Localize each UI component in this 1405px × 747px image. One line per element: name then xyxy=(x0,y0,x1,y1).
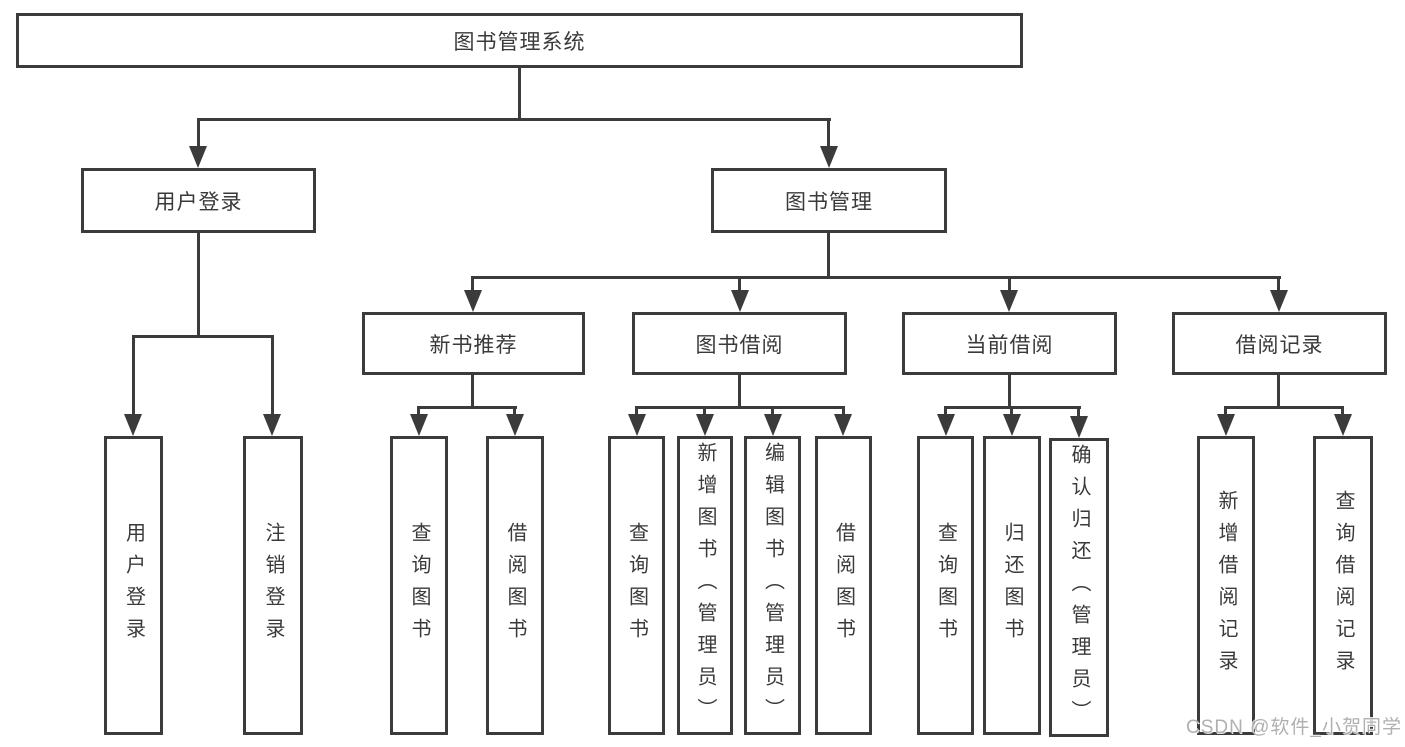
leaf-confirm-return-admin: 确认归还（管理员） xyxy=(1049,438,1109,737)
connector-line xyxy=(1008,276,1011,296)
node-new-book-recommendation: 新书推荐 xyxy=(362,312,585,375)
leaf-query-borrow-record: 查询借阅记录 xyxy=(1313,436,1373,735)
connector-line xyxy=(1077,406,1080,422)
leaf-borrow-books-borrowing: 借阅图书 xyxy=(815,436,872,735)
connector-line xyxy=(197,118,200,150)
connector-line xyxy=(827,118,830,150)
arrowhead-down-icon xyxy=(696,414,714,436)
connector-line xyxy=(471,375,474,406)
connector-line xyxy=(197,233,200,335)
connector-line xyxy=(471,276,474,296)
leaf-query-books-current: 查询图书 xyxy=(917,436,974,735)
arrowhead-down-icon xyxy=(731,290,749,312)
leaf-user-login: 用户登录 xyxy=(104,436,163,735)
connector-line xyxy=(471,276,1281,279)
connector-line xyxy=(1008,375,1011,406)
leaf-edit-book-admin: 编辑图书（管理员） xyxy=(744,436,801,735)
arrowhead-down-icon xyxy=(1003,414,1021,436)
arrowhead-down-icon xyxy=(410,414,428,436)
connector-line xyxy=(1277,276,1280,296)
connector-line xyxy=(738,375,741,406)
arrowhead-down-icon xyxy=(937,414,955,436)
arrowhead-down-icon xyxy=(124,414,142,436)
connector-line xyxy=(417,406,517,409)
connector-line xyxy=(132,335,274,338)
leaf-logout: 注销登录 xyxy=(243,436,303,735)
arrowhead-down-icon xyxy=(263,414,281,436)
node-current-borrowing: 当前借阅 xyxy=(902,312,1117,375)
arrowhead-down-icon xyxy=(1217,414,1235,436)
arrowhead-down-icon xyxy=(464,290,482,312)
connector-line xyxy=(827,233,830,276)
connector-line xyxy=(271,335,274,422)
node-book-borrowing: 图书借阅 xyxy=(632,312,847,375)
connector-line xyxy=(197,118,831,121)
leaf-return-books: 归还图书 xyxy=(983,436,1041,735)
arrowhead-down-icon xyxy=(1270,290,1288,312)
leaf-query-books-borrowing: 查询图书 xyxy=(608,436,665,735)
leaf-borrow-books-recommend: 借阅图书 xyxy=(486,436,544,735)
node-user-login: 用户登录 xyxy=(81,168,316,233)
arrowhead-down-icon xyxy=(834,414,852,436)
node-book-management: 图书管理 xyxy=(711,168,947,233)
connector-line xyxy=(132,335,135,422)
arrowhead-down-icon xyxy=(189,146,207,168)
arrowhead-down-icon xyxy=(1070,416,1088,438)
leaf-add-borrow-record: 新增借阅记录 xyxy=(1197,436,1255,735)
arrowhead-down-icon xyxy=(1000,290,1018,312)
arrowhead-down-icon xyxy=(820,146,838,168)
connector-line xyxy=(738,276,741,296)
leaf-query-books-recommend: 查询图书 xyxy=(390,436,448,735)
connector-line xyxy=(635,406,845,409)
csdn-watermark: CSDN @软件_小贺同学 xyxy=(1186,717,1402,738)
connector-line xyxy=(1277,375,1280,406)
arrowhead-down-icon xyxy=(628,414,646,436)
connector-line xyxy=(518,68,521,118)
connector-line xyxy=(1224,406,1344,409)
arrowhead-down-icon xyxy=(1334,414,1352,436)
arrowhead-down-icon xyxy=(506,414,524,436)
leaf-add-book-admin: 新增图书（管理员） xyxy=(677,436,733,735)
node-borrowing-records: 借阅记录 xyxy=(1172,312,1387,375)
node-library-management-system: 图书管理系统 xyxy=(16,13,1023,68)
arrowhead-down-icon xyxy=(764,414,782,436)
